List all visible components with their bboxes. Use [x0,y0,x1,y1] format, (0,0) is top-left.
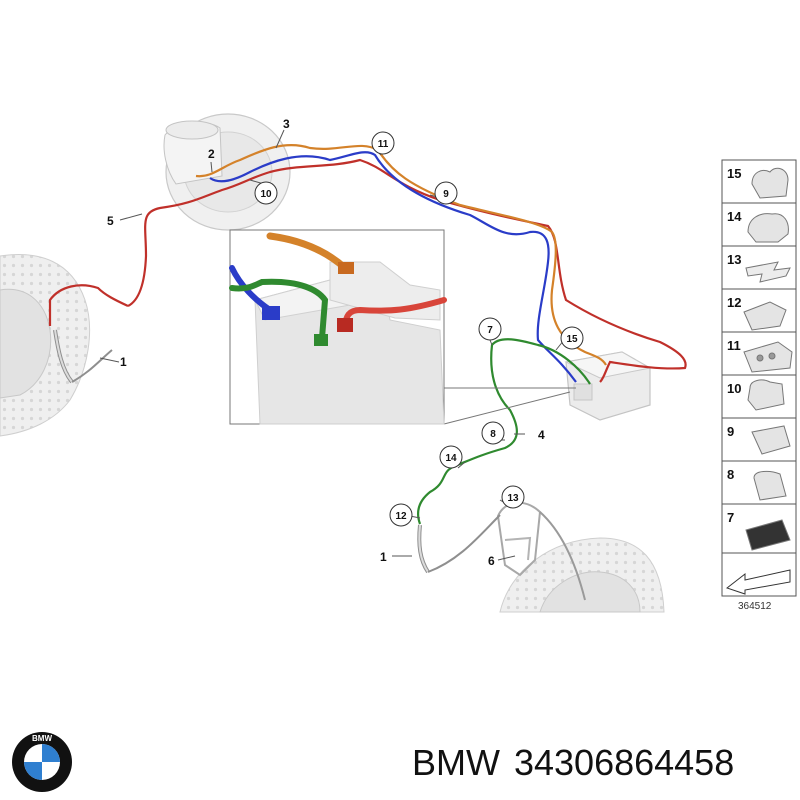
orange-brake-line [195,144,607,366]
parts-legend: 15 14 13 12 11 10 9 8 7 364512 [721,159,797,612]
svg-text:13: 13 [507,493,519,504]
legend-item-8: 8 [727,467,734,482]
callout-2: 2 [208,147,215,161]
svg-text:11: 11 [378,139,389,150]
svg-text:12: 12 [395,511,407,522]
front-brake-disc [0,254,91,437]
callout-12: 12 [389,503,413,527]
svg-text:7: 7 [487,325,493,336]
callout-6: 6 [488,554,495,568]
callout-5: 5 [107,214,114,228]
legend-item-14: 14 [727,209,742,224]
leader-lines [99,129,565,561]
green-brake-line [416,338,591,525]
callout-15: 15 [560,326,584,350]
abs-unit [564,351,652,421]
reference-number: 364512 [738,601,772,612]
callout-1-left: 1 [120,355,127,369]
svg-text:8: 8 [490,429,496,440]
legend-item-11: 11 [727,338,741,353]
logo-letters: BMW [32,734,52,743]
brand-name: BMW [412,742,500,783]
clip-part-sketches [725,167,793,595]
hose-bracket [496,501,586,601]
part-number: 34306864458 [513,742,735,783]
circled-callouts: 11 10 9 15 7 8 14 12 [254,131,584,527]
svg-text:10: 10 [260,189,272,200]
legend-item-10: 10 [727,381,741,396]
svg-text:9: 9 [443,189,449,200]
svg-text:14: 14 [445,453,457,464]
svg-text:15: 15 [566,334,578,345]
callout-8: 8 [481,421,505,445]
legend-item-7: 7 [727,510,734,525]
legend-item-13: 13 [727,252,741,267]
callout-13: 13 [501,485,525,509]
part-caption: BMW 34306864458 [412,738,734,788]
callout-7: 7 [478,317,502,341]
callout-14: 14 [439,445,463,469]
bmw-logo: BMW [12,732,72,792]
legend-item-15: 15 [727,166,741,181]
legend-item-12: 12 [727,295,741,310]
callout-11: 11 [371,131,395,155]
blue-brake-line [209,151,577,383]
callout-9: 9 [434,181,458,205]
callout-1-right: 1 [380,550,387,564]
callout-4: 4 [538,428,545,442]
legend-item-9: 9 [727,424,734,439]
plain-callouts: 1 5 2 3 4 1 6 [107,117,545,568]
callout-10: 10 [254,181,278,205]
rear-brake-disc [499,537,665,613]
brake-hoses [53,329,501,574]
detail-inset [229,229,576,425]
red-brake-line-front [48,284,129,326]
callout-3: 3 [283,117,290,131]
